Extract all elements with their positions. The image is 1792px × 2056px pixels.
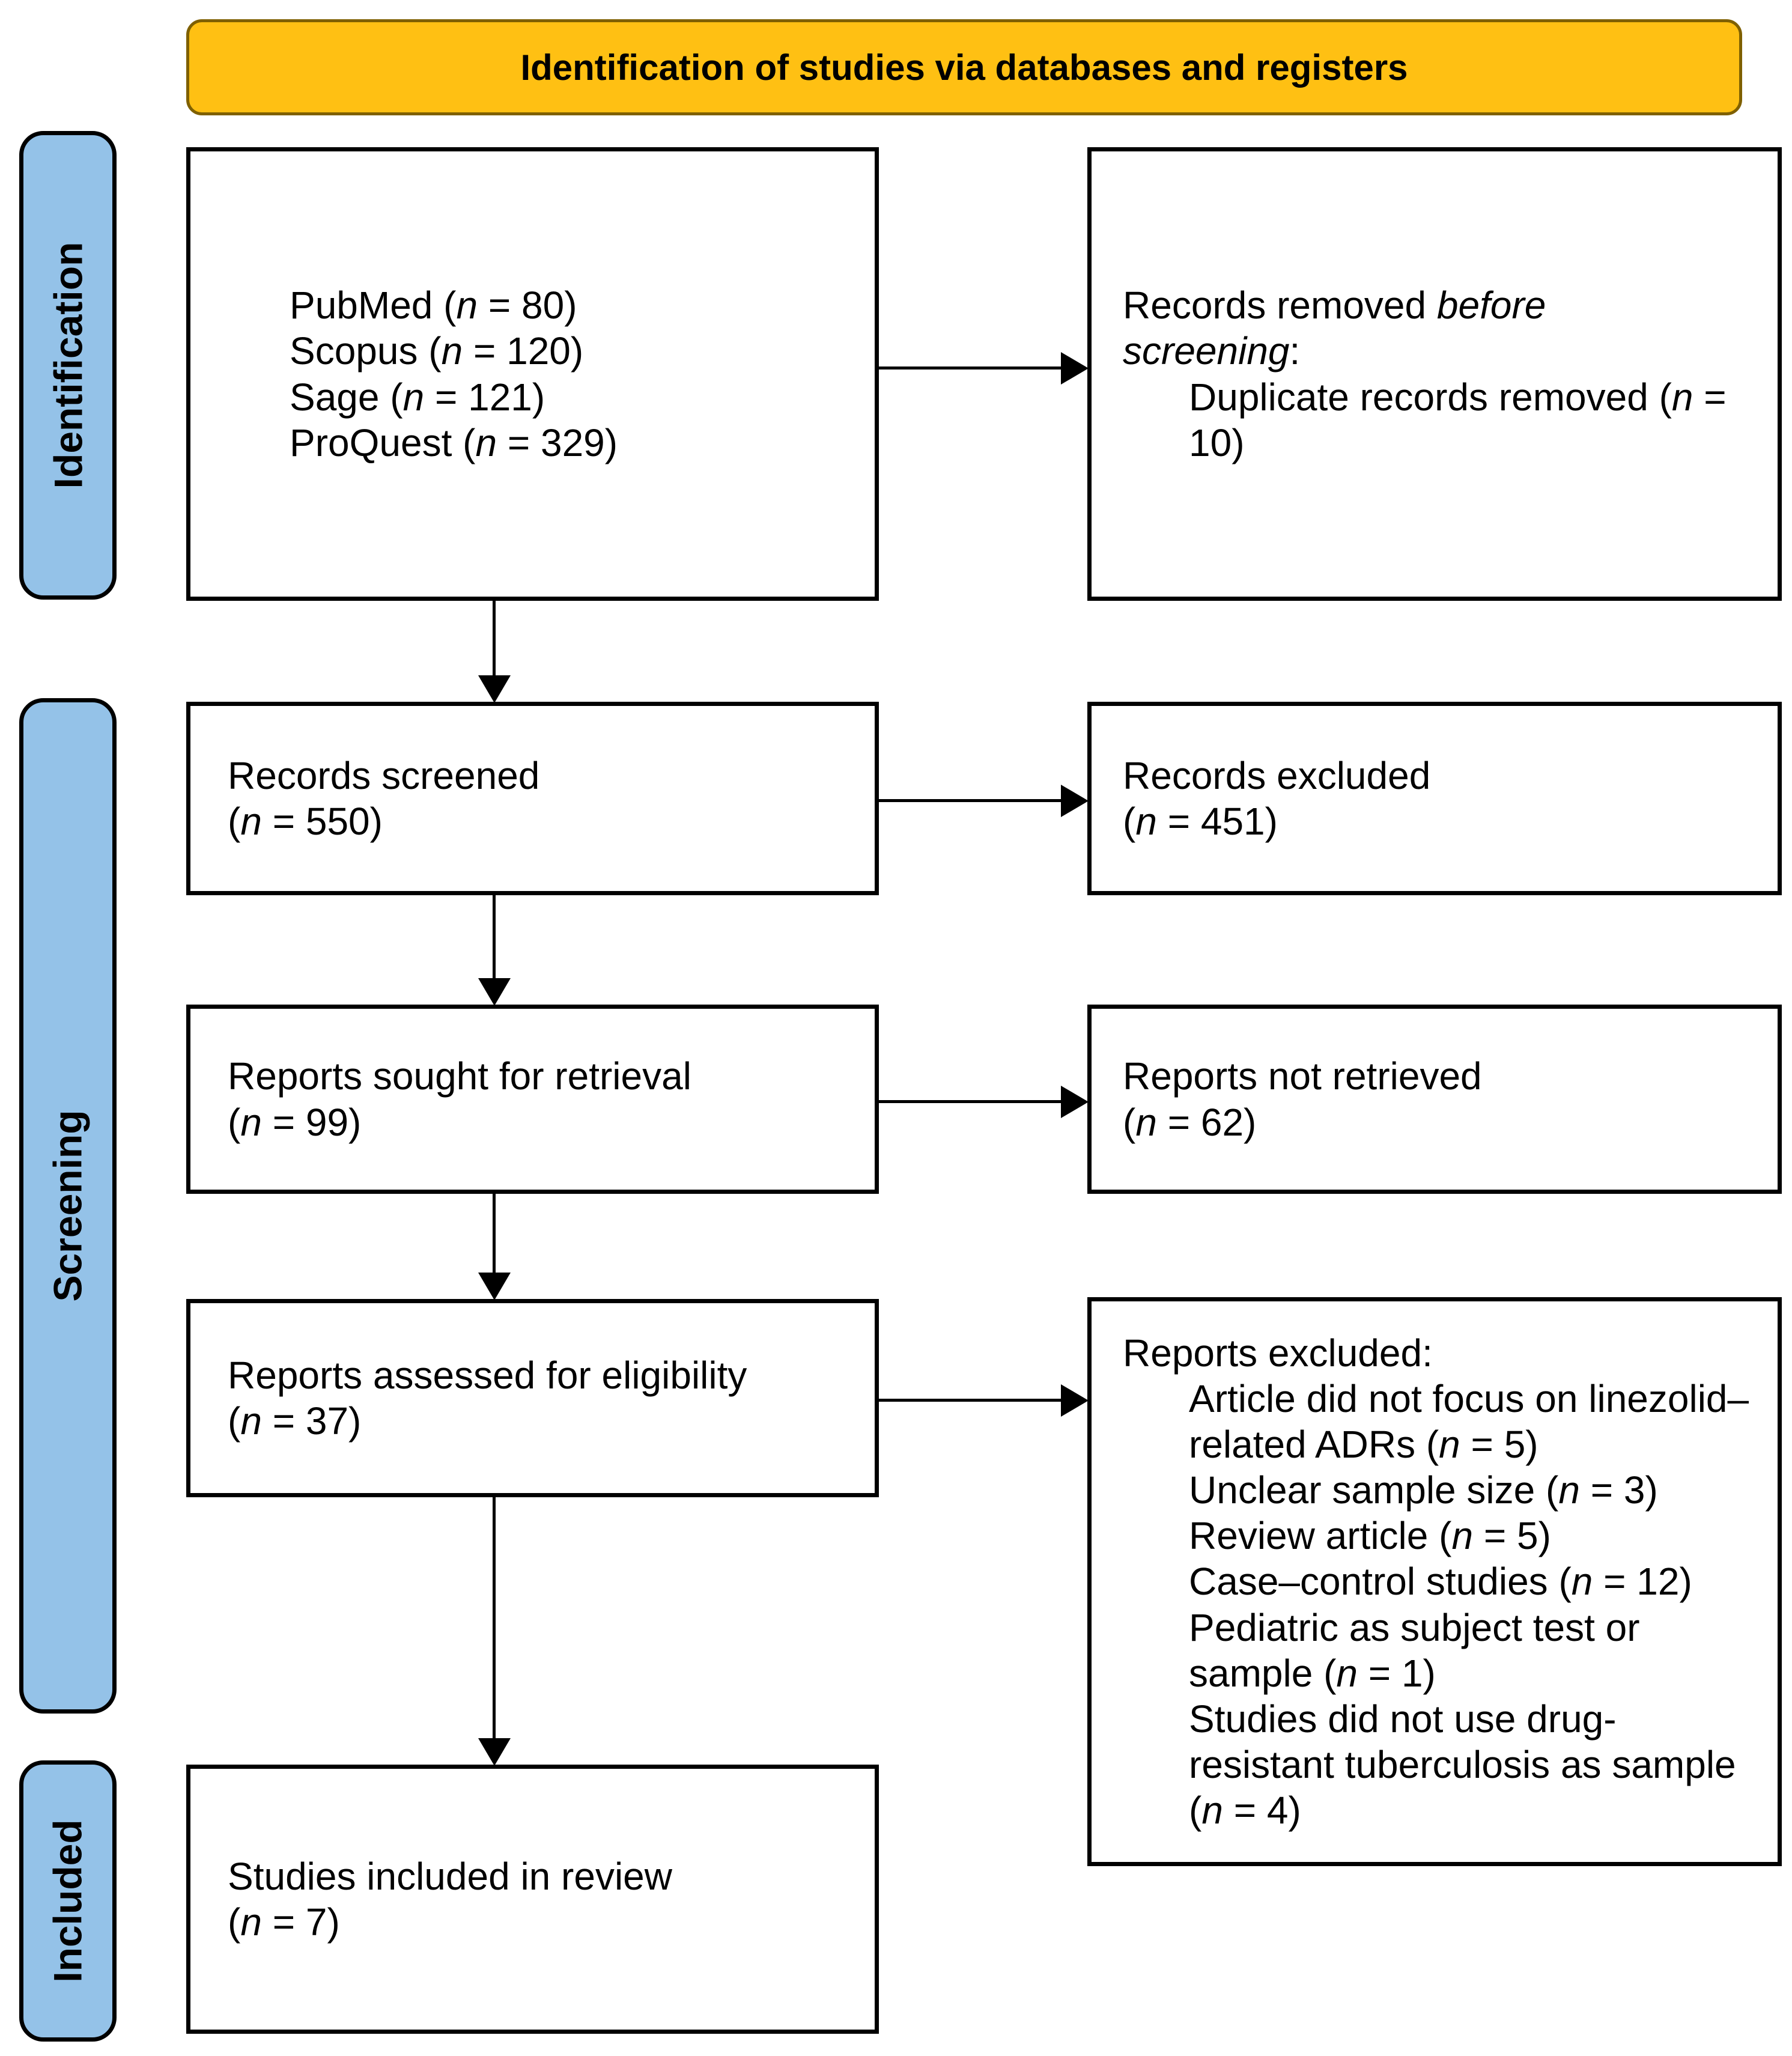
reports-excluded-reason-review-article: Review article (n = 5) xyxy=(1189,1514,1551,1558)
arrow-sought-to-not-retrieved xyxy=(879,1100,1061,1103)
database-count-pubmed: PubMed (n = 80) xyxy=(290,284,577,327)
box-reports-assessed: Reports assessed for eligibility (n = 37… xyxy=(186,1299,879,1497)
box-reports-sought: Reports sought for retrieval (n = 99) xyxy=(186,1005,879,1194)
box-records-screened: Records screened (n = 550) xyxy=(186,702,879,895)
studies-included-label: Studies included in review xyxy=(228,1854,672,1898)
box-studies-included: Studies included in review (n = 7) xyxy=(186,1765,879,2034)
records-screened-count: (n = 550) xyxy=(228,800,383,843)
stage-label-included: Included xyxy=(19,1760,117,2042)
database-count-sage: Sage (n = 121) xyxy=(290,375,545,419)
arrow-screened-to-sought xyxy=(493,895,496,978)
records-removed-duplicates: Duplicate records removed (n = 10) xyxy=(1189,375,1727,464)
reports-assessed-count: (n = 37) xyxy=(228,1399,362,1443)
reports-not-retrieved-count: (n = 62) xyxy=(1123,1100,1257,1144)
stage-label-identification: Identification xyxy=(19,131,117,600)
arrow-databases-to-screened xyxy=(493,601,496,675)
arrow-assessed-to-reports-excluded xyxy=(879,1399,1061,1402)
arrow-screened-to-records-excluded xyxy=(879,799,1061,802)
reports-excluded-reason-not-drug-resistant: Studies did not use drug-resistant tuber… xyxy=(1189,1697,1736,1832)
database-count-proquest: ProQuest (n = 329) xyxy=(290,421,618,464)
box-records-removed-before-screening: Records removed before screening: Duplic… xyxy=(1087,147,1782,601)
records-excluded-count: (n = 451) xyxy=(1123,800,1278,843)
reports-excluded-reason-pediatric: Pediatric as subject test or sample (n =… xyxy=(1189,1605,1640,1695)
header-banner: Identification of studies via databases … xyxy=(186,19,1742,115)
box-reports-not-retrieved: Reports not retrieved (n = 62) xyxy=(1087,1005,1782,1194)
reports-excluded-reason-case-control: Case–control studies (n = 12) xyxy=(1189,1560,1692,1604)
box-records-excluded: Records excluded (n = 451) xyxy=(1087,702,1782,895)
arrow-sought-to-assessed xyxy=(493,1194,496,1273)
reports-excluded-reason-unclear-sample: Unclear sample size (n = 3) xyxy=(1189,1468,1658,1512)
box-reports-excluded: Reports excluded: Article did not focus … xyxy=(1087,1297,1782,1866)
reports-sought-count: (n = 99) xyxy=(228,1100,362,1144)
arrow-databases-to-records-removed xyxy=(879,366,1061,370)
reports-excluded-reason-not-focus: Article did not focus on linezolid–relat… xyxy=(1189,1376,1749,1466)
records-removed-intro: Records removed before screening: xyxy=(1123,284,1546,373)
box-databases-identified: PubMed (n = 80) Scopus (n = 120) Sage (n… xyxy=(186,147,879,601)
reports-sought-label: Reports sought for retrieval xyxy=(228,1054,691,1098)
stage-label-identification-text: Identification xyxy=(46,242,91,489)
stage-label-screening: Screening xyxy=(19,698,117,1714)
arrow-assessed-to-included xyxy=(493,1497,496,1738)
stage-label-screening-text: Screening xyxy=(46,1110,91,1302)
stage-label-included-text: Included xyxy=(46,1819,91,1983)
reports-excluded-intro: Reports excluded: xyxy=(1123,1331,1433,1375)
header-title: Identification of studies via databases … xyxy=(520,47,1408,88)
records-screened-label: Records screened xyxy=(228,753,540,797)
reports-assessed-label: Reports assessed for eligibility xyxy=(228,1353,747,1397)
records-excluded-label: Records excluded xyxy=(1123,753,1431,797)
database-count-scopus: Scopus (n = 120) xyxy=(290,329,584,373)
studies-included-count: (n = 7) xyxy=(228,1900,340,1944)
reports-not-retrieved-label: Reports not retrieved xyxy=(1123,1054,1482,1098)
